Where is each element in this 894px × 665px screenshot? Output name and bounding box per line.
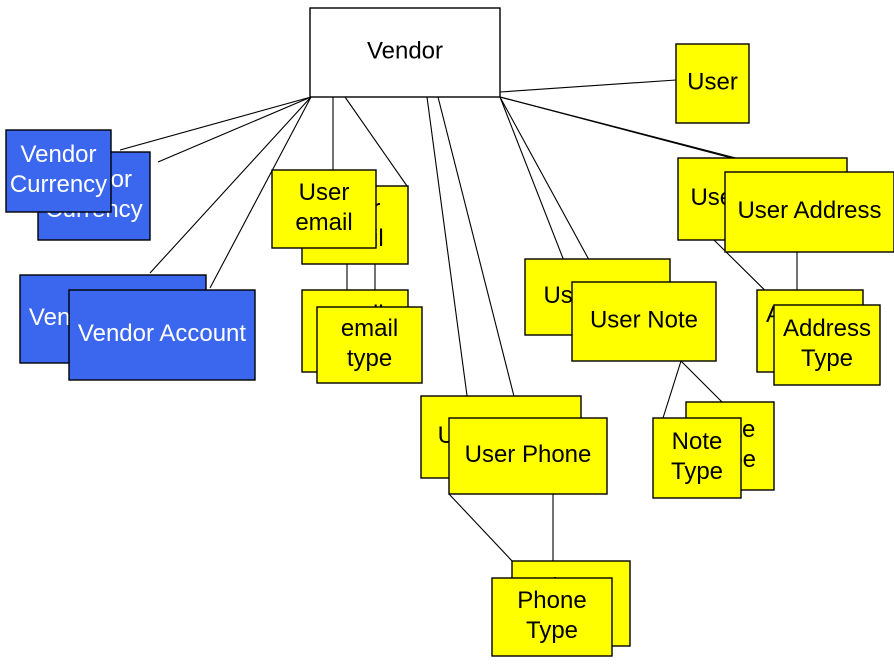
edge-e-vendor-userphone bbox=[426, 96, 471, 419]
edge-e-vendor-currency2 bbox=[157, 96, 312, 163]
node-layer: VendorVendorCurrencyVendorCurrencyVendor… bbox=[5, 7, 894, 657]
node-box-email-type-front[interactable] bbox=[316, 306, 423, 384]
edge-e-vendor-user bbox=[499, 79, 677, 93]
node-user-address-front[interactable]: User Address bbox=[724, 171, 894, 253]
edge-e-vendor-emailtype bbox=[344, 96, 408, 187]
edge-e-vendor-account bbox=[149, 96, 312, 274]
node-box-address-type-front[interactable] bbox=[773, 304, 881, 386]
edge-e-vendor-usernote2 bbox=[499, 96, 601, 281]
node-box-user[interactable] bbox=[675, 43, 750, 124]
edge-e-vendor-currency bbox=[119, 96, 312, 151]
node-user-note-front[interactable]: User Note bbox=[571, 281, 717, 362]
node-user[interactable]: User bbox=[675, 43, 750, 124]
node-box-user-address-front[interactable] bbox=[724, 171, 894, 253]
node-box-note-type-front[interactable] bbox=[652, 417, 742, 499]
edge-e-vendor-usernote bbox=[499, 96, 574, 285]
node-vendor[interactable]: Vendor bbox=[309, 7, 501, 98]
node-box-user-note-front[interactable] bbox=[571, 281, 717, 362]
node-box-vendor[interactable] bbox=[309, 7, 501, 98]
node-box-vendor-currency-front[interactable] bbox=[5, 129, 112, 213]
node-box-user-phone-front[interactable] bbox=[448, 417, 608, 495]
edge-e-usernote-notetype2 bbox=[680, 360, 723, 403]
edge-e-usernote-notetype bbox=[662, 360, 682, 419]
node-user-phone-front[interactable]: User Phone bbox=[448, 417, 608, 495]
node-vendor-account-front[interactable]: Vendor Account bbox=[68, 289, 256, 381]
node-box-phone-type-front[interactable] bbox=[491, 577, 613, 657]
edge-e-vendor-account2 bbox=[209, 96, 312, 289]
edge-e-vendor-phonetype bbox=[437, 96, 521, 421]
node-box-vendor-account-front[interactable] bbox=[68, 289, 256, 381]
node-box-user-email-front[interactable] bbox=[271, 169, 377, 249]
